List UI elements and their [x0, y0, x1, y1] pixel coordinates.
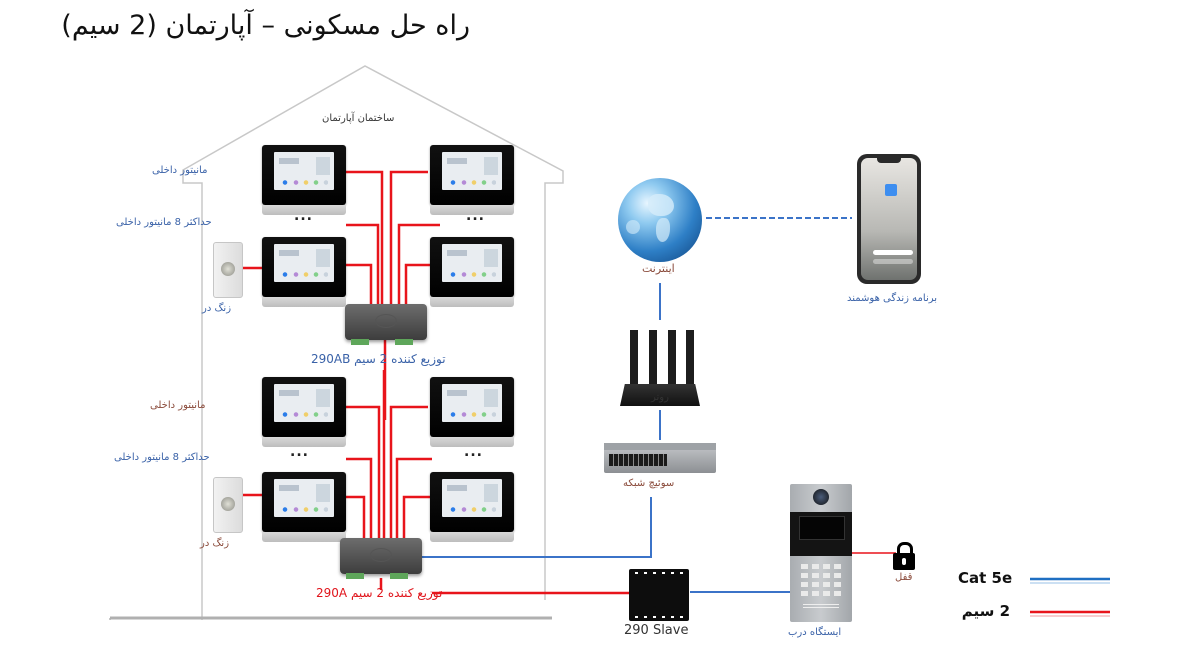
distributor-290ab-label: توزیع کننده 2 سیم 290AB — [311, 352, 446, 366]
floor2-indoor-monitor-label: مانیتور داخلی — [150, 400, 206, 411]
legend-2wire-line — [1030, 610, 1110, 617]
internet-globe-icon — [618, 178, 702, 262]
network-switch-icon — [604, 443, 716, 473]
page-title: راه حل مسکونی – آپارتمان (2 سیم) — [61, 10, 470, 41]
floor1-2wire-cables — [240, 170, 440, 420]
slave-290-label: 290 Slave — [624, 623, 689, 638]
slave-290-device — [629, 569, 689, 621]
door-station-label: ایستگاه درب — [788, 627, 842, 638]
indoor-monitor — [430, 237, 514, 307]
lock-label: قفل — [895, 572, 913, 583]
distributor-290a-label: توزیع کننده 2 سیم 290A — [316, 586, 443, 600]
indoor-monitor — [430, 145, 514, 215]
floor1-max-monitors-label: حداکثر 8 مانیتور داخلی — [116, 217, 212, 228]
legend-cat5e-line — [1030, 577, 1110, 584]
building-label: ساختمان آپارتمان — [322, 113, 395, 124]
legend-2wire-label: 2 سیم — [961, 602, 1010, 620]
network-switch-label: سوئیچ شبکه — [623, 478, 675, 489]
building-outline-left — [182, 65, 564, 620]
router-label: روتر — [651, 392, 669, 403]
indoor-monitor — [262, 145, 346, 215]
more-monitors-ellipsis: ... — [294, 208, 313, 224]
indoor-monitor — [430, 472, 514, 542]
router-icon — [620, 330, 700, 406]
more-monitors-ellipsis: ... — [466, 208, 485, 224]
indoor-monitor — [262, 237, 346, 307]
floor2-max-monitors-label: حداکثر 8 مانیتور داخلی — [114, 452, 210, 463]
internet-label: اینترنت — [642, 262, 675, 275]
doorbell — [213, 477, 243, 533]
indoor-monitor — [262, 472, 346, 542]
doorbell — [213, 242, 243, 298]
smart-life-app-label: برنامه زندگی هوشمند — [847, 293, 938, 304]
door-station — [790, 484, 852, 622]
indoor-monitor — [262, 377, 346, 447]
smartphone-app-icon — [857, 154, 921, 284]
floor2-doorbell-label: زنگ در — [200, 538, 230, 549]
more-monitors-ellipsis: ... — [464, 444, 483, 460]
floor1-doorbell-label: زنگ در — [202, 303, 232, 314]
distributor-290a — [340, 538, 422, 579]
distributor-290ab — [345, 304, 427, 345]
cat5e-cables — [422, 217, 852, 593]
more-monitors-ellipsis: ... — [290, 444, 309, 460]
legend-cat5e-label: Cat 5e — [958, 569, 1013, 587]
floor1-indoor-monitor-label: مانیتور داخلی — [152, 165, 208, 176]
lock-icon — [893, 542, 915, 570]
floor2-2wire-cables — [240, 370, 630, 595]
indoor-monitor — [430, 377, 514, 447]
